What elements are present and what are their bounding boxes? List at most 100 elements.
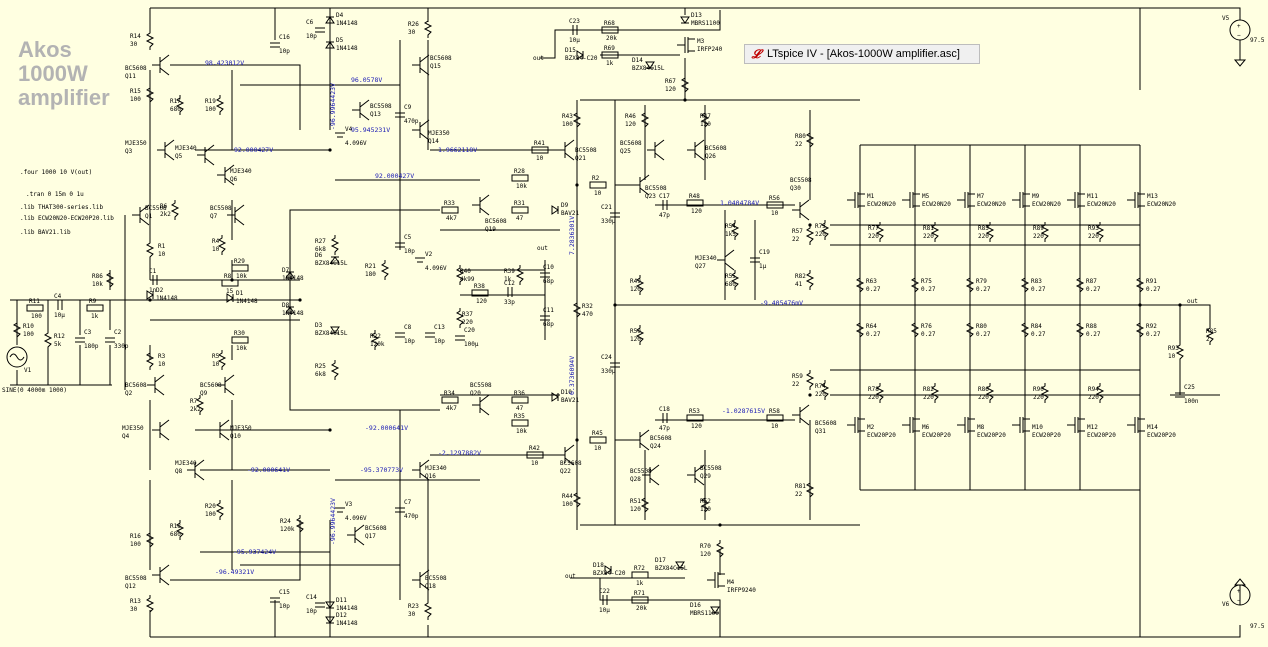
reference-v2[interactable]: V24.096V (415, 251, 447, 272)
ltspice-window-title[interactable]: 𝓛 LTspice IV - [Akos-1000W amplifier.asc… (744, 44, 980, 64)
